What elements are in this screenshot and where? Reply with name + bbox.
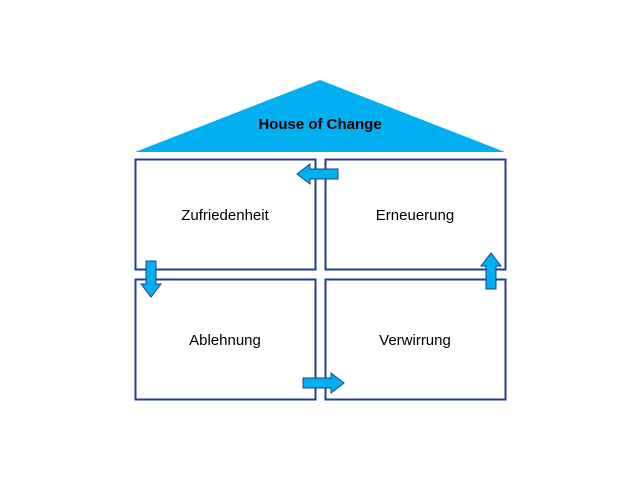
room-box bbox=[324, 278, 507, 401]
roof-title: House of Change bbox=[258, 116, 381, 133]
room-box bbox=[324, 158, 507, 271]
arrow-right-icon bbox=[302, 371, 345, 395]
room-box bbox=[134, 158, 317, 271]
room-erneuerung: Erneuerung bbox=[324, 158, 507, 271]
arrow-left-icon bbox=[296, 162, 339, 186]
room-label: Zufriedenheit bbox=[181, 207, 269, 224]
room-label: Ablehnung bbox=[189, 332, 261, 349]
room-label: Verwirrung bbox=[379, 332, 451, 349]
roof-triangle bbox=[135, 80, 505, 152]
room-box bbox=[134, 278, 317, 401]
room-verwirrung: Verwirrung bbox=[324, 278, 507, 401]
room-label: Erneuerung bbox=[376, 207, 454, 224]
room-zufriedenheit: Zufriedenheit bbox=[134, 158, 317, 271]
room-ablehnung: Ablehnung bbox=[134, 278, 317, 401]
arrow-up-icon bbox=[479, 252, 503, 290]
arrow-down-icon bbox=[139, 260, 163, 298]
